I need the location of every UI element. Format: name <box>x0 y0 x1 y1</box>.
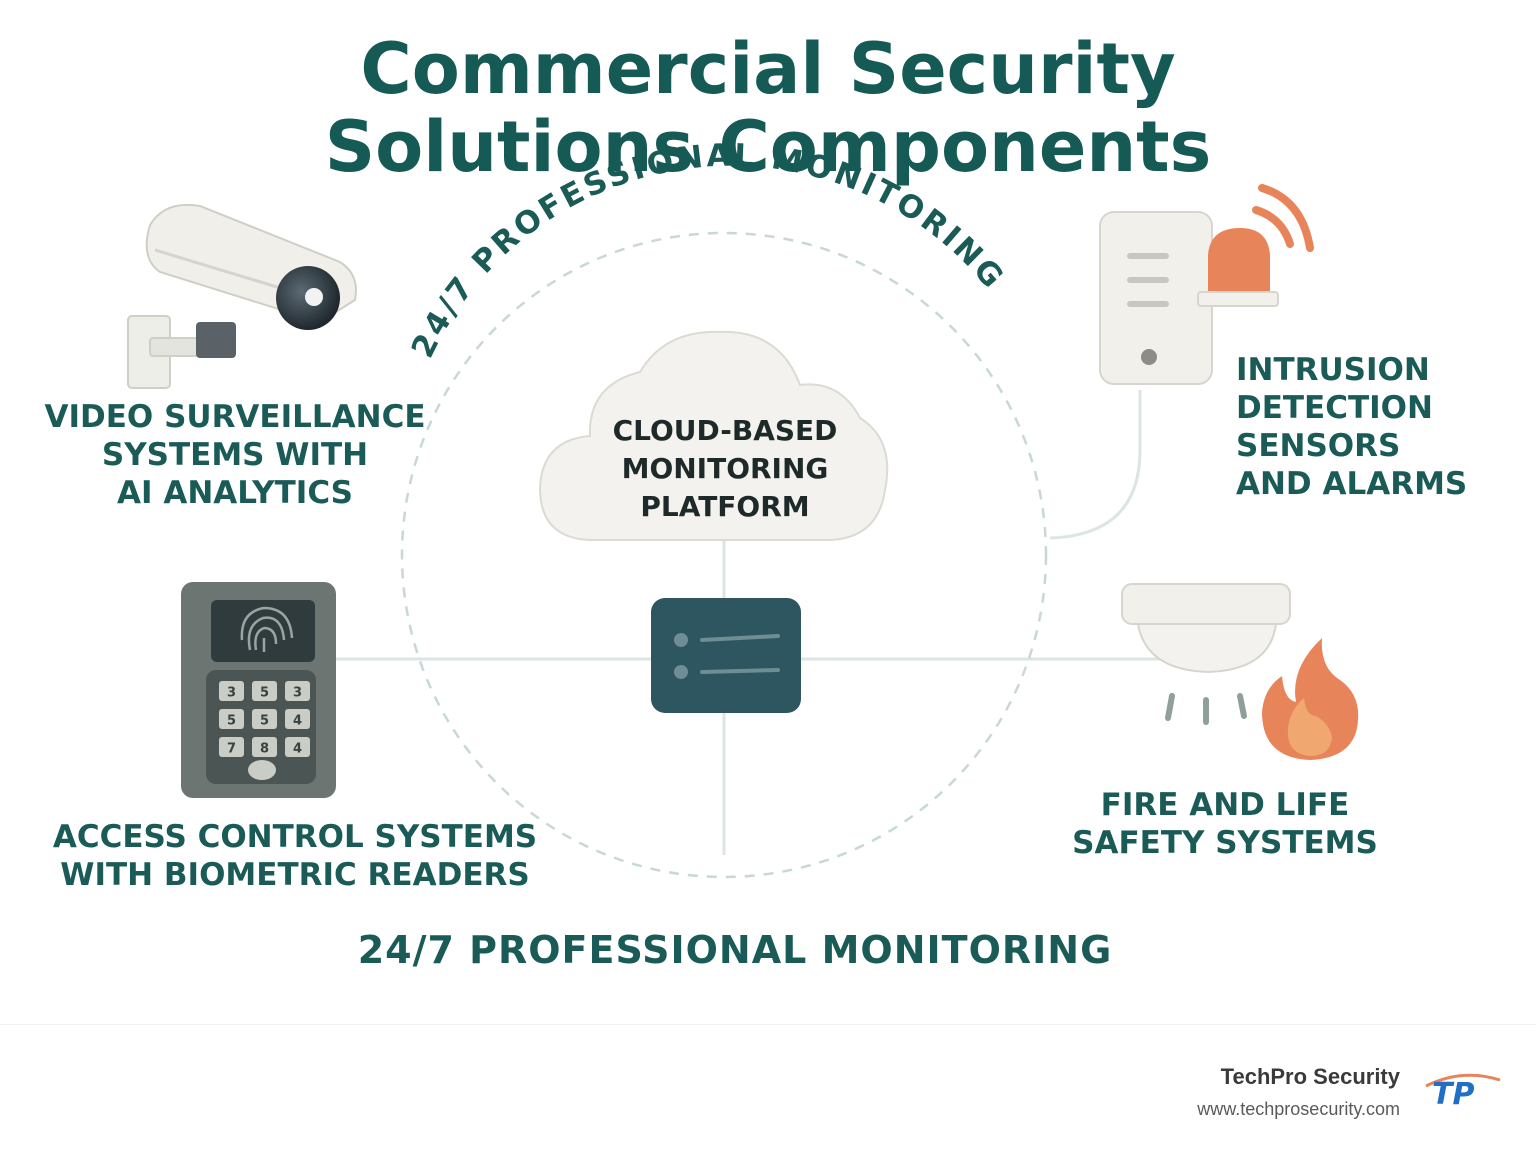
fingerprint-icon <box>240 606 294 652</box>
cloud-label-line3: PLATFORM <box>640 490 810 523</box>
keypad-key[interactable] <box>252 709 277 729</box>
intrusion-label-line3: SENSORS <box>1236 428 1401 464</box>
cloud-icon <box>538 330 889 541</box>
keypad-key-label: 4 <box>293 742 302 757</box>
access-label-line1: ACCESS CONTROL SYSTEMS <box>52 819 538 855</box>
keypad-key[interactable] <box>219 681 244 701</box>
fire-label-line2: SAFETY SYSTEMS <box>1072 825 1378 861</box>
keypad-key-label: 3 <box>227 686 236 701</box>
intrusion-detection-label: INTRUSION DETECTION SENSORS AND ALARMS <box>1236 351 1467 503</box>
cloud-label-line2: MONITORING <box>621 452 829 485</box>
keypad-keys: 3 5 3 5 5 4 7 8 4 <box>219 681 310 780</box>
security-camera-icon <box>127 203 357 389</box>
access-label-line2: WITH BIOMETRIC READERS <box>60 857 530 893</box>
keypad-key[interactable] <box>285 737 310 757</box>
cloud-platform-label: CLOUD-BASED MONITORING PLATFORM <box>560 412 890 526</box>
brand-url[interactable]: www.techprosecurity.com <box>1197 1099 1400 1119</box>
intrusion-label-line4: AND ALARMS <box>1236 466 1468 502</box>
keypad-key[interactable] <box>219 709 244 729</box>
logo-text: TP <box>1432 1077 1474 1112</box>
hub-server-icon <box>651 598 801 713</box>
smoke-detector-icon <box>1121 583 1291 725</box>
keypad-key-label: 5 <box>260 686 269 701</box>
cloud-label-line1: CLOUD-BASED <box>612 414 838 447</box>
video-label-line2: SYSTEMS WITH <box>101 437 369 473</box>
monitoring-ring <box>400 231 1048 879</box>
intrusion-label-line2: DETECTION <box>1236 390 1433 426</box>
access-control-label: ACCESS CONTROL SYSTEMS WITH BIOMETRIC RE… <box>40 818 550 894</box>
video-label-line1: VIDEO SURVEILLANCE <box>44 399 426 435</box>
monitoring-label: 24/7 PROFESSIONAL MONITORING <box>357 928 1113 972</box>
fire-safety-label: FIRE AND LIFE SAFETY SYSTEMS <box>1060 786 1390 862</box>
keypad-key[interactable] <box>252 737 277 757</box>
keypad-key[interactable] <box>285 681 310 701</box>
footer-divider <box>0 1024 1536 1025</box>
keypad-key-label: 7 <box>227 742 236 757</box>
video-label-line3: AI ANALYTICS <box>117 475 353 511</box>
video-surveillance-label: VIDEO SURVEILLANCE SYSTEMS WITH AI ANALY… <box>40 398 430 512</box>
keypad-key-label: 8 <box>260 742 269 757</box>
keypad-key[interactable] <box>219 737 244 757</box>
keypad-key[interactable] <box>252 681 277 701</box>
keypad-key-label: 3 <box>293 686 302 701</box>
intrusion-link <box>1049 390 1142 540</box>
brand-name: TechPro Security <box>1220 1064 1400 1089</box>
keypad-key-label: 4 <box>293 714 302 729</box>
keypad-key-label: 5 <box>227 714 236 729</box>
intrusion-label-line1: INTRUSION <box>1236 352 1430 388</box>
keypad-key[interactable] <box>285 709 310 729</box>
biometric-keypad-icon: 3 5 3 5 5 4 7 8 4 <box>181 582 336 798</box>
keypad-enter-button[interactable] <box>248 760 276 780</box>
alarm-sensor-icon <box>1099 184 1314 385</box>
page-title-line2: Solutions Components <box>324 106 1212 188</box>
techpro-logo: TP <box>1425 1073 1501 1112</box>
fire-icon <box>1262 638 1359 760</box>
page-title-line1: Commercial Security <box>360 28 1176 110</box>
keypad-key-label: 5 <box>260 714 269 729</box>
fire-label-line1: FIRE AND LIFE <box>1100 787 1350 823</box>
